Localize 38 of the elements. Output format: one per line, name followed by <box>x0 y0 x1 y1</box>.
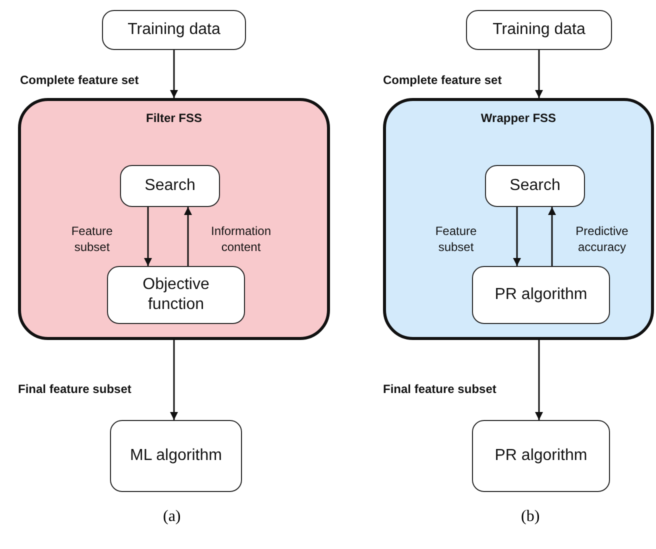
box-label: PR algorithm <box>494 285 588 305</box>
edge-label: Feature subset <box>434 224 478 256</box>
edge-label: Complete feature set <box>383 73 503 89</box>
group-heading: Filter FSS <box>146 111 202 126</box>
box-label: Search <box>510 176 560 196</box>
process-box <box>102 10 246 50</box>
box-label: Training data <box>492 20 586 40</box>
box-label: Training data <box>128 20 220 40</box>
edge-label: Predictive accuracy <box>574 224 630 256</box>
process-box <box>120 165 220 207</box>
process-box <box>110 420 242 492</box>
arrow <box>535 50 543 98</box>
arrow <box>513 207 521 266</box>
panel-caption: (a) <box>163 508 181 526</box>
arrow <box>170 340 178 420</box>
group-container <box>383 98 654 340</box>
edge-label: Feature subset <box>70 224 114 256</box>
arrow <box>535 340 543 420</box>
arrow <box>170 50 178 98</box>
edge-label: Final feature subset <box>18 382 132 398</box>
box-label: Objective function <box>142 275 210 315</box>
process-box <box>466 10 612 50</box>
arrow <box>548 207 556 266</box>
process-box <box>472 266 610 324</box>
box-label: PR algorithm <box>494 446 588 466</box>
process-box <box>485 165 585 207</box>
group-heading: Wrapper FSS <box>480 111 556 126</box>
edge-label: Information content <box>210 224 272 256</box>
arrow <box>144 207 152 266</box>
group-container <box>18 98 330 340</box>
arrow <box>184 207 192 266</box>
edge-label: Complete feature set <box>20 73 140 89</box>
box-label: ML algorithm <box>130 446 222 466</box>
process-box <box>107 266 245 324</box>
edge-label: Final feature subset <box>383 382 498 398</box>
process-box <box>472 420 610 492</box>
panel-caption: (b) <box>521 508 540 526</box>
box-label: Search <box>144 176 196 196</box>
